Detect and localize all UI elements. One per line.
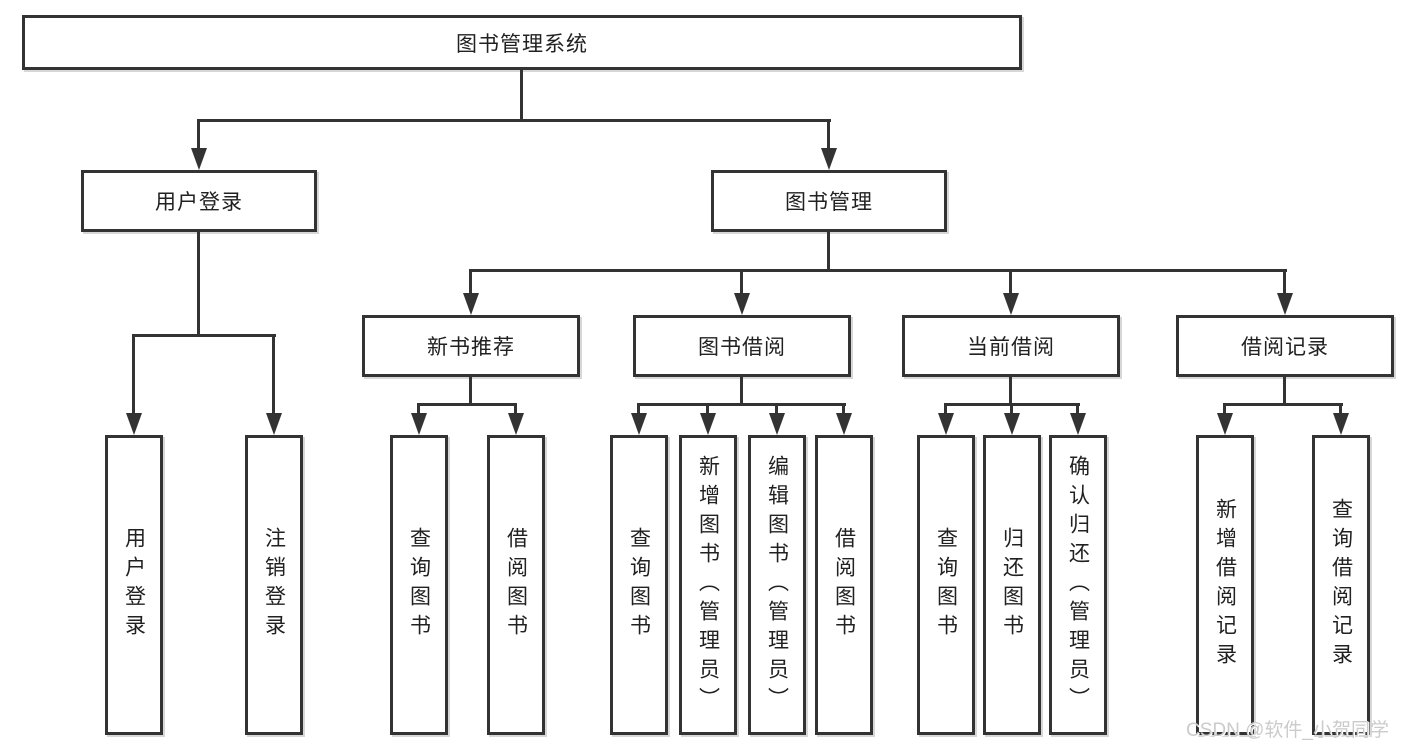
node-label: 借阅记录	[1241, 336, 1329, 359]
arrowhead-down-icon	[734, 293, 750, 315]
node-leaf-newbook-query: 查询图书	[390, 435, 448, 735]
connector-line	[1223, 403, 1226, 415]
node-label: 用户登录	[155, 191, 243, 214]
arrowhead-down-icon	[1333, 413, 1349, 435]
node-leaf-bookborrow-borrow: 借阅图书	[815, 435, 873, 735]
connector-line	[775, 403, 778, 415]
arrowhead-down-icon	[191, 148, 207, 170]
node-label: 查询图书	[934, 527, 958, 643]
connector-line	[1009, 269, 1012, 296]
arrowhead-down-icon	[1004, 413, 1020, 435]
node-leaf-record-query: 查询借阅记录	[1312, 435, 1370, 735]
node-label: 图书借阅	[698, 336, 786, 359]
node-book-management-branch: 图书管理	[711, 170, 947, 232]
node-leaf-current-return: 归还图书	[983, 435, 1041, 735]
node-new-book-recommend: 新书推荐	[362, 315, 580, 377]
node-leaf-bookborrow-add: 新增图书（管理员）	[679, 435, 737, 735]
node-current-borrow: 当前借阅	[902, 315, 1120, 377]
node-label: 新增借阅记录	[1213, 498, 1237, 672]
connector-line	[132, 334, 135, 416]
connector-line	[706, 403, 709, 415]
connector-line	[740, 377, 743, 406]
arrowhead-down-icon	[1070, 413, 1086, 435]
connector-line	[842, 403, 845, 415]
arrowhead-down-icon	[821, 148, 837, 170]
node-root: 图书管理系统	[22, 15, 1022, 70]
connector-line	[520, 70, 523, 121]
arrowhead-down-icon	[463, 293, 479, 315]
arrowhead-down-icon	[700, 413, 716, 435]
node-label: 借阅图书	[832, 527, 856, 643]
arrowhead-down-icon	[1003, 293, 1019, 315]
connector-line	[1283, 377, 1286, 406]
connector-line	[417, 403, 517, 406]
node-label: 图书管理系统	[456, 32, 588, 56]
connector-line	[827, 119, 830, 149]
connector-line	[827, 232, 830, 272]
connector-line	[637, 403, 640, 415]
arrowhead-down-icon	[631, 413, 647, 435]
node-leaf-bookborrow-query: 查询图书	[610, 435, 668, 735]
node-label: 查询借阅记录	[1329, 498, 1353, 672]
connector-line	[469, 269, 472, 296]
connector-line	[469, 269, 1287, 272]
node-book-borrow: 图书借阅	[633, 315, 851, 377]
connector-line	[197, 232, 200, 337]
connector-line	[1076, 403, 1079, 415]
node-leaf-current-query: 查询图书	[917, 435, 975, 735]
node-label: 借阅图书	[504, 527, 528, 643]
node-leaf-logout: 注销登录	[245, 435, 303, 735]
node-label: 确认归还（管理员）	[1066, 454, 1090, 716]
connector-line	[740, 269, 743, 296]
connector-line	[1010, 403, 1013, 415]
node-label: 查询图书	[627, 527, 651, 643]
node-user-login-branch: 用户登录	[81, 170, 317, 232]
arrowhead-down-icon	[266, 413, 282, 435]
node-label: 用户登录	[122, 527, 146, 643]
arrowhead-down-icon	[1277, 293, 1293, 315]
connector-line	[197, 119, 831, 122]
node-label: 新增图书（管理员）	[696, 454, 720, 716]
connector-line	[469, 377, 472, 406]
connector-line	[132, 334, 276, 337]
connector-line	[1283, 269, 1286, 296]
node-label: 新书推荐	[427, 336, 515, 359]
connector-line	[1223, 403, 1343, 406]
node-borrow-records: 借阅记录	[1176, 315, 1394, 377]
node-label: 注销登录	[262, 527, 286, 643]
arrowhead-down-icon	[1217, 413, 1233, 435]
connector-line	[944, 403, 947, 415]
connector-line	[1339, 403, 1342, 415]
arrowhead-down-icon	[126, 413, 142, 435]
node-leaf-record-add: 新增借阅记录	[1196, 435, 1254, 735]
connector-line	[637, 403, 846, 406]
connector-line	[197, 119, 200, 149]
csdn-watermark: CSDN @软件_小贺同学	[1186, 720, 1389, 741]
arrowhead-down-icon	[836, 413, 852, 435]
node-label: 编辑图书（管理员）	[765, 454, 789, 716]
node-label: 图书管理	[785, 191, 873, 214]
connector-line	[514, 403, 517, 415]
node-leaf-bookborrow-edit: 编辑图书（管理员）	[748, 435, 806, 735]
node-label: 查询图书	[407, 527, 431, 643]
node-leaf-user-login: 用户登录	[105, 435, 163, 735]
node-leaf-current-confirm: 确认归还（管理员）	[1049, 435, 1107, 735]
connector-line	[417, 403, 420, 415]
arrowhead-down-icon	[769, 413, 785, 435]
connector-line	[1009, 377, 1012, 406]
node-label: 归还图书	[1000, 527, 1024, 643]
node-label: 当前借阅	[967, 336, 1055, 359]
node-leaf-newbook-borrow: 借阅图书	[487, 435, 545, 735]
arrowhead-down-icon	[938, 413, 954, 435]
arrowhead-down-icon	[508, 413, 524, 435]
connector-line	[272, 334, 275, 416]
arrowhead-down-icon	[411, 413, 427, 435]
